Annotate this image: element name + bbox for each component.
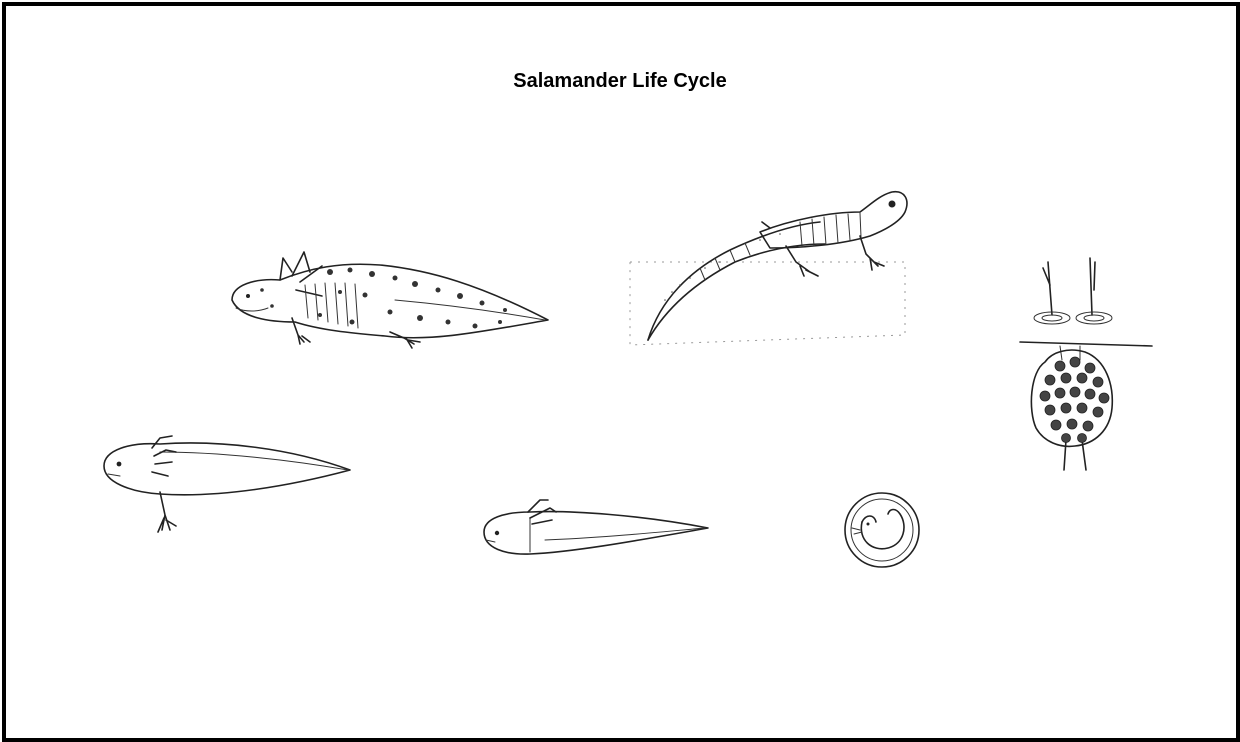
juvenile-illustration [104, 436, 350, 532]
adult-salamander-illustration [630, 192, 907, 345]
embryo-illustration [845, 493, 919, 567]
larva-illustration [484, 500, 708, 554]
adult-axolotl-illustration [232, 252, 548, 348]
eggs-illustration [1020, 258, 1152, 470]
